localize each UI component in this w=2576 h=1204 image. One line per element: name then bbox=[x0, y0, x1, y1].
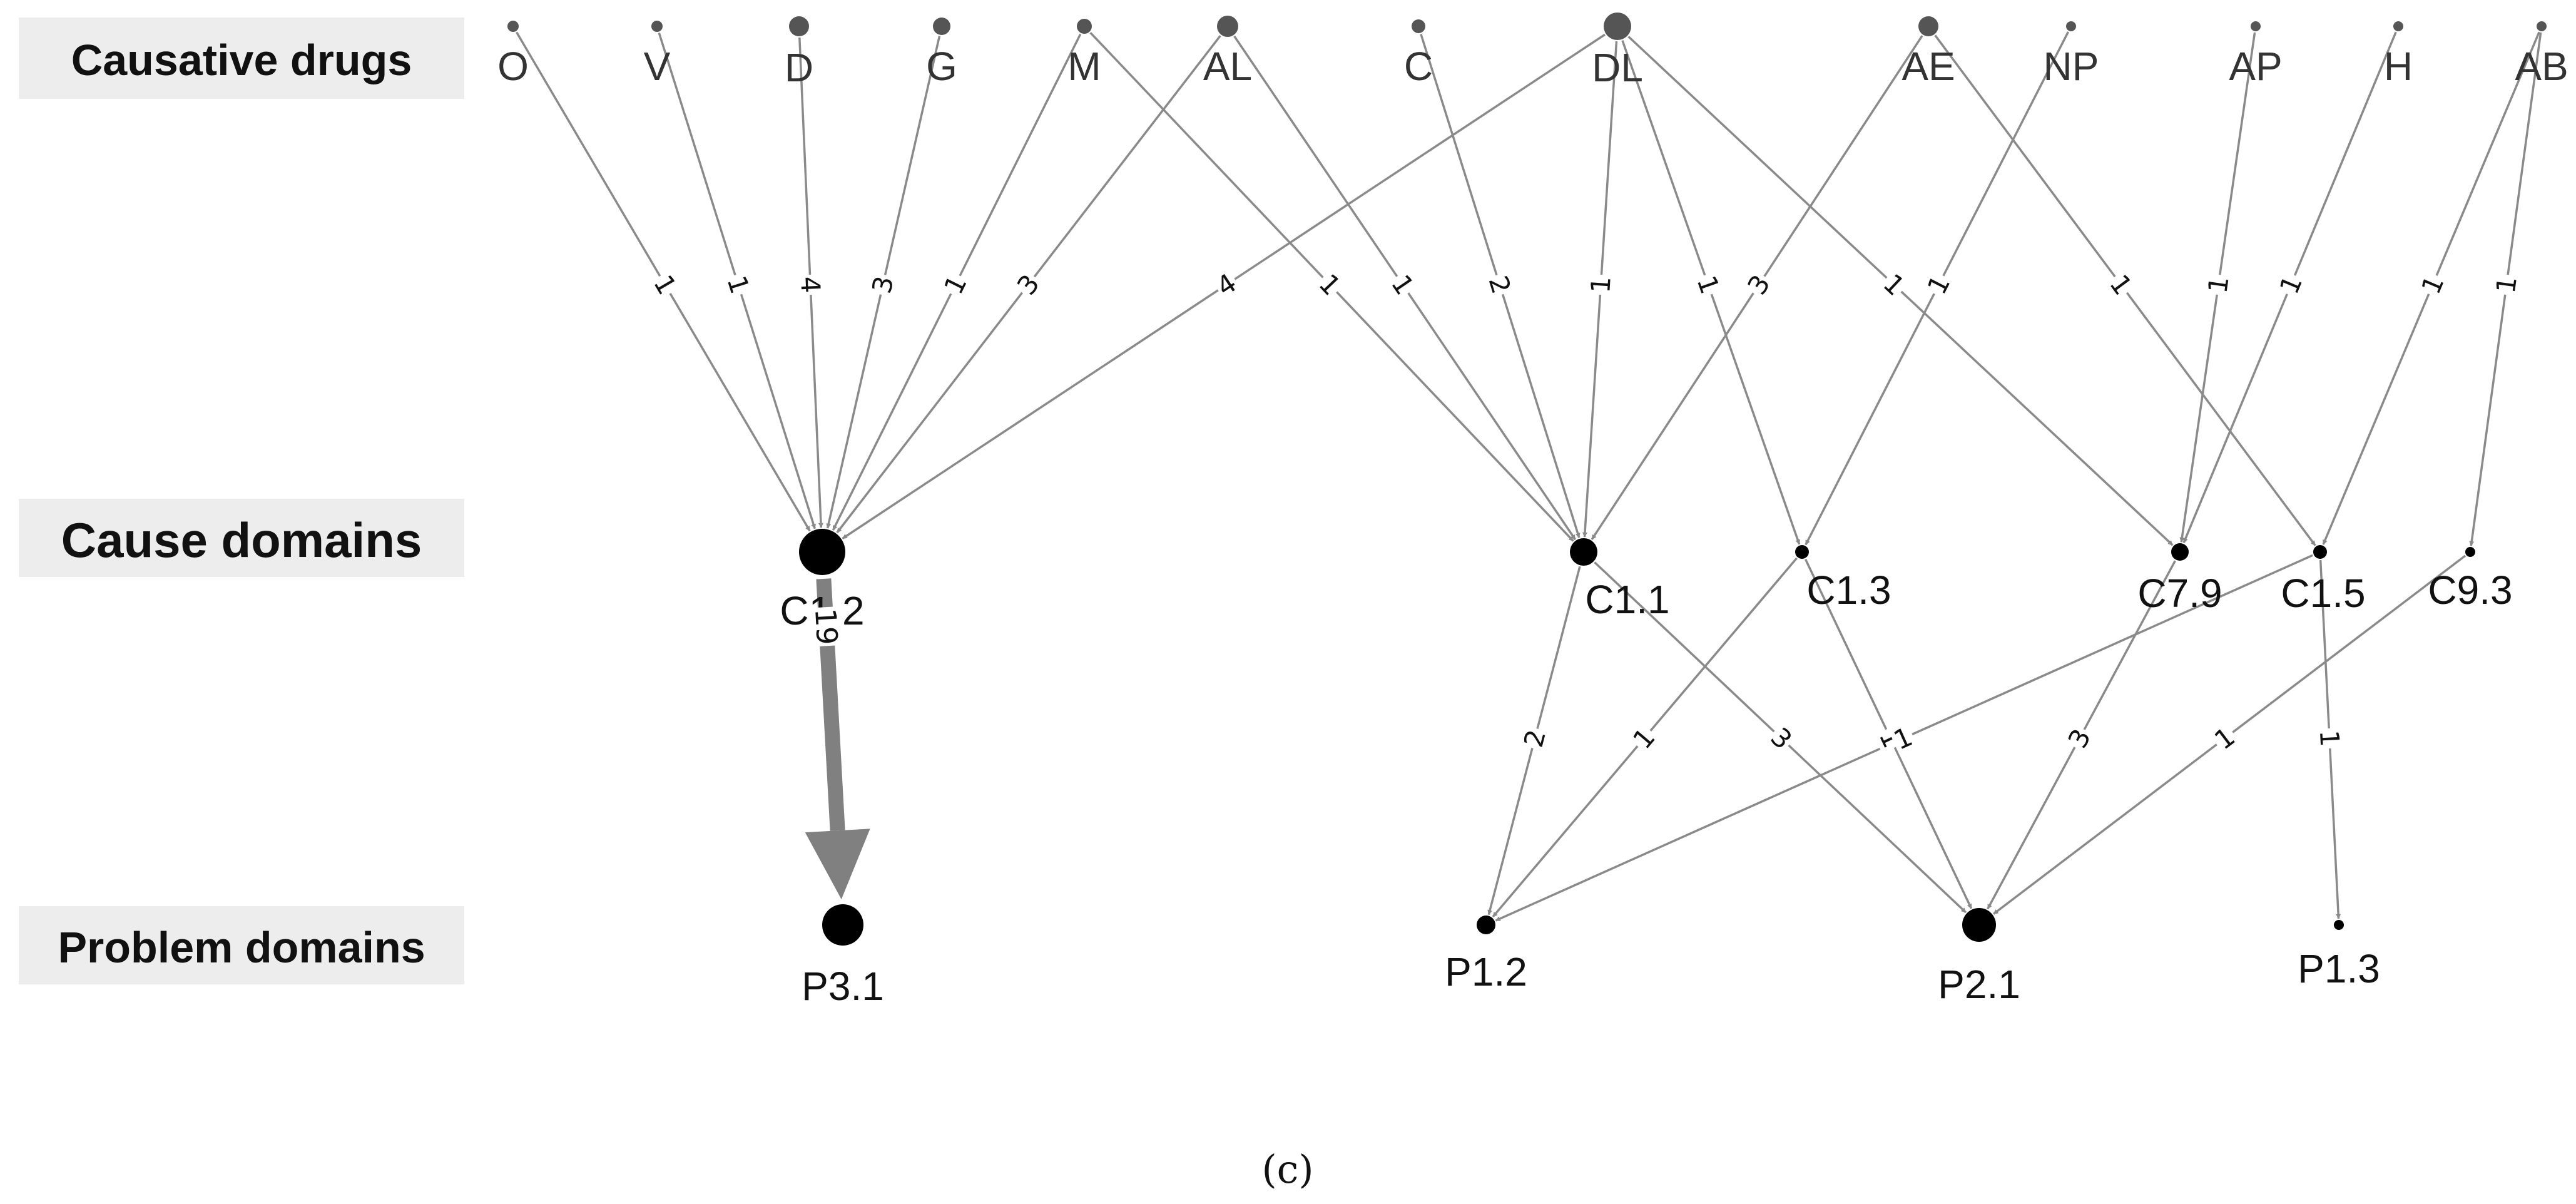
edge-label-ap-to-c7-9: 1 bbox=[2201, 272, 2235, 297]
row-label-causative-drugs: Causative drugs bbox=[71, 36, 412, 84]
edge-label-v-to-c1-2: 1 bbox=[721, 270, 757, 298]
drug-node-label-ab: AB bbox=[2515, 44, 2568, 89]
edge-label-ab-to-c9-3: 1 bbox=[2488, 272, 2523, 297]
edge-label-c1-2-to-p3-1: 19 bbox=[808, 606, 845, 647]
drug-node-m bbox=[1077, 19, 1092, 34]
drug-node-o bbox=[507, 21, 519, 32]
drug-node-label-o: O bbox=[497, 44, 529, 89]
drug-node-label-m: M bbox=[1067, 44, 1101, 89]
drug-node-ab bbox=[2537, 21, 2547, 31]
edge-label-o-to-c1-2: 1 bbox=[648, 268, 685, 301]
edge-weight: 2 bbox=[1518, 727, 1552, 750]
cause-node-c1-2 bbox=[799, 529, 845, 575]
edge-weight: 4 bbox=[795, 276, 826, 294]
edge-weight: 1 bbox=[1585, 275, 1617, 294]
edge-label-dl-to-c1-1: 1 bbox=[1584, 273, 1617, 296]
drug-node-label-ap: AP bbox=[2229, 44, 2282, 89]
edge-weight: 1 bbox=[2314, 729, 2345, 747]
drug-node-label-c: C bbox=[1404, 44, 1433, 89]
cause-node-c1-3 bbox=[1795, 545, 1809, 559]
edge-label-dl-to-c1-2: 4 bbox=[1209, 265, 1243, 302]
cause-node-label-c7-9: C7.9 bbox=[2137, 571, 2222, 616]
edge-weight: 1 bbox=[2490, 274, 2523, 295]
drug-node-al bbox=[1217, 16, 1238, 37]
cause-node-c7-9 bbox=[2171, 543, 2189, 561]
edge-label-c1-5-to-p1-2: 1 bbox=[1887, 719, 1918, 756]
row-label-problem-domains: Problem domains bbox=[58, 923, 425, 972]
drug-node-label-h: H bbox=[2384, 44, 2413, 89]
problem-node-label-p1-3: P1.3 bbox=[2298, 946, 2380, 991]
edge-label-ae-to-c1-1: 3 bbox=[1739, 267, 1776, 301]
edge-label-al-to-c1-1: 1 bbox=[1385, 267, 1422, 301]
edge-label-d-to-c1-2: 4 bbox=[795, 273, 827, 295]
edge-weight: 19 bbox=[808, 607, 844, 645]
cause-node-c9-3 bbox=[2465, 547, 2475, 557]
nodes: OVDGMALCDLAENPAPHABC1.2C1.1C1.3C7.9C1.5C… bbox=[497, 13, 2568, 1009]
edge-label-c7-9-to-p2-1: 3 bbox=[2060, 722, 2097, 754]
edge-label-np-to-c1-3: 1 bbox=[1920, 268, 1956, 300]
drug-node-c bbox=[1412, 19, 1425, 33]
figure-caption: (c) bbox=[1261, 1146, 1313, 1192]
problem-node-p1-2 bbox=[1477, 916, 1495, 934]
drug-node-np bbox=[2066, 21, 2076, 31]
edge-label-c1-3-to-p1-2: 1 bbox=[1625, 720, 1661, 755]
problem-node-label-p3-1: P3.1 bbox=[802, 964, 884, 1009]
drug-node-ap bbox=[2251, 21, 2261, 31]
edge-label-ae-to-c1-5: 1 bbox=[2104, 267, 2141, 302]
edge-label-m-to-c1-2: 1 bbox=[936, 268, 973, 300]
drug-node-label-v: V bbox=[644, 44, 671, 89]
edges bbox=[516, 31, 2542, 922]
cause-node-c1-1 bbox=[1570, 538, 1597, 566]
cause-node-c1-5 bbox=[2313, 545, 2327, 559]
problem-node-label-p2-1: P2.1 bbox=[1938, 962, 2020, 1007]
drug-node-v bbox=[651, 21, 663, 32]
drug-node-label-g: G bbox=[926, 44, 957, 89]
drug-node-g bbox=[933, 18, 950, 35]
row-label-cause-domains: Cause domains bbox=[61, 513, 422, 568]
cause-node-label-c1-1: C1.1 bbox=[1585, 577, 1669, 622]
drug-node-label-dl: DL bbox=[1592, 45, 1643, 90]
edge-label-h-to-c7-9: 1 bbox=[2272, 269, 2308, 300]
cause-node-label-c1-5: C1.5 bbox=[2281, 571, 2365, 616]
edge-label-ab-to-c1-5: 1 bbox=[2413, 269, 2450, 300]
problem-node-p2-1 bbox=[1962, 908, 1996, 942]
edge-weight: 3 bbox=[866, 273, 900, 297]
edge-label-al-to-c1-2: 3 bbox=[1009, 267, 1046, 302]
problem-node-p1-3 bbox=[2334, 920, 2344, 930]
cause-node-label-c9-3: C9.3 bbox=[2428, 568, 2512, 613]
edge-label-c9-3-to-p2-1: 1 bbox=[2207, 719, 2241, 756]
problem-node-p3-1 bbox=[822, 904, 863, 946]
drug-node-label-ae: AE bbox=[1901, 44, 1955, 89]
edge-label-g-to-c1-2: 3 bbox=[865, 271, 900, 298]
drug-node-dl bbox=[1604, 13, 1631, 40]
edge-arrowhead-c1-2-to-p3-1 bbox=[805, 829, 870, 900]
edge-label-c1-1-to-p1-2: 2 bbox=[1516, 724, 1552, 752]
drug-node-label-d: D bbox=[785, 45, 813, 90]
edge-label-c-to-c1-1: 2 bbox=[1482, 270, 1519, 298]
drug-node-ae bbox=[1918, 16, 1938, 36]
drug-node-label-np: NP bbox=[2044, 44, 2099, 89]
cause-node-label-c1-3: C1.3 bbox=[1806, 568, 1891, 613]
drug-node-h bbox=[2393, 21, 2403, 31]
edge-label-dl-to-c1-3: 1 bbox=[1691, 270, 1727, 299]
problem-node-label-p1-2: P1.2 bbox=[1445, 949, 1527, 994]
drug-node-label-al: AL bbox=[1203, 44, 1252, 89]
drug-node-d bbox=[789, 16, 809, 36]
row-labels: Causative drugs Cause domains Problem do… bbox=[19, 18, 464, 984]
edge-label-c1-5-to-p1-3: 1 bbox=[2314, 727, 2346, 750]
